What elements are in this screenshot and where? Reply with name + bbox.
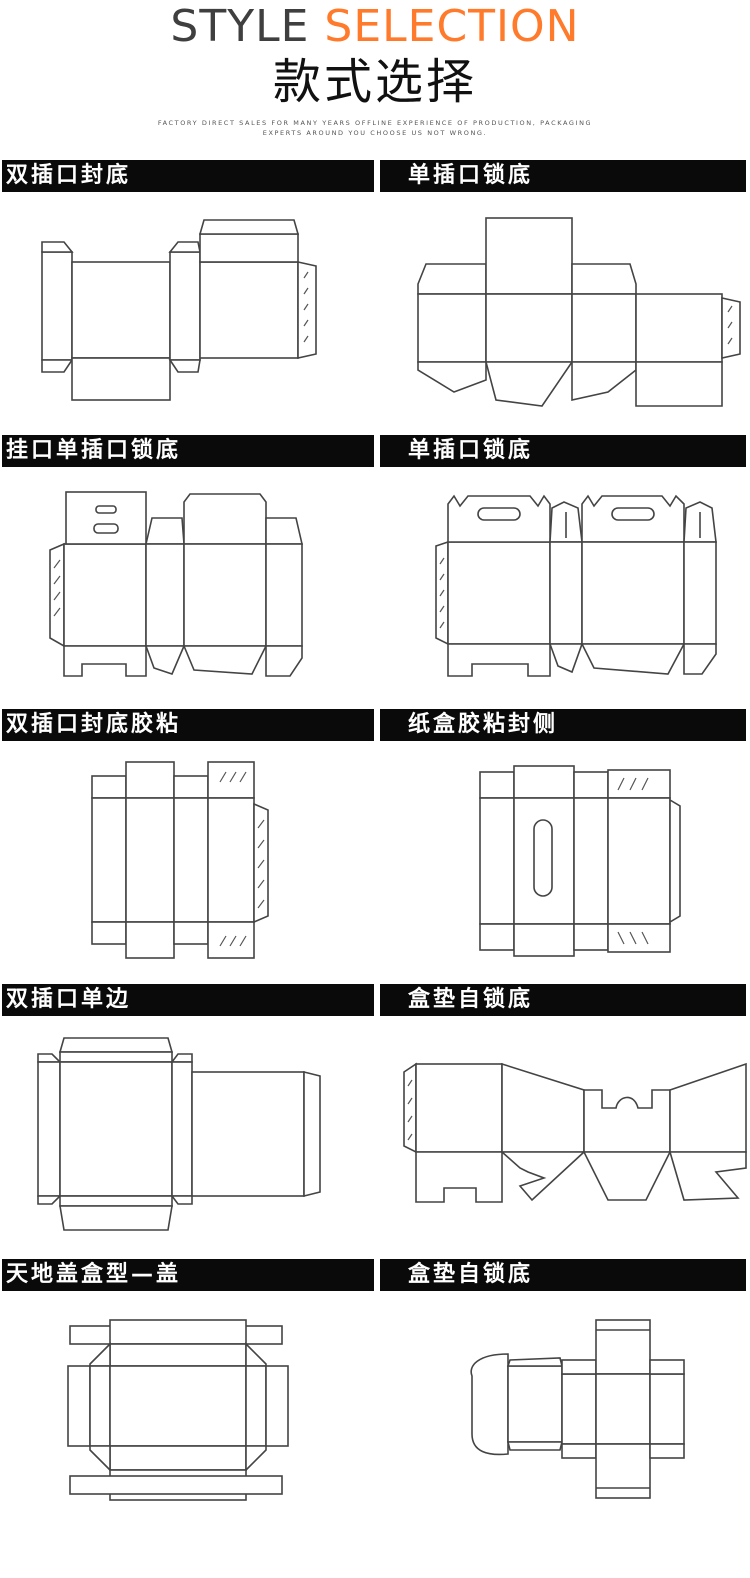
insert-self-lock-bottom-dieline-icon bbox=[400, 1050, 748, 1220]
style-heading-4: 单插口锁底 bbox=[380, 435, 746, 467]
style-heading-7: 双插口单边 bbox=[2, 984, 374, 1016]
tagline-line-1: FACTORY DIRECT SALES FOR MANY YEARS OFFL… bbox=[157, 119, 593, 127]
style-heading-9: 天地盖盒型—盖 bbox=[2, 1259, 374, 1291]
single-tuck-lock-bottom-dieline-icon bbox=[410, 210, 750, 415]
handle-lock-bottom-dieline-icon bbox=[432, 488, 732, 683]
side-glued-box-dieline-icon bbox=[470, 756, 690, 966]
lid-box-dieline-icon bbox=[60, 1314, 300, 1509]
page-title: STYLE SELECTION bbox=[0, 4, 750, 50]
double-tuck-bottom-dieline-icon bbox=[30, 210, 330, 410]
style-heading-5: 双插口封底胶粘 bbox=[2, 709, 374, 741]
tagline-line-2: EXPERTS AROUND YOU CHOOSE US NOT WRONG. bbox=[262, 129, 488, 137]
style-heading-8: 盒垫自锁底 bbox=[380, 984, 746, 1016]
header: STYLE SELECTION 款式选择 FACTORY DIRECT SALE… bbox=[0, 0, 750, 150]
tagline: FACTORY DIRECT SALES FOR MANY YEARS OFFL… bbox=[110, 118, 640, 138]
style-heading-6: 纸盒胶粘封侧 bbox=[380, 709, 746, 741]
title-word-selection: SELECTION bbox=[324, 1, 580, 52]
double-tuck-single-side-dieline-icon bbox=[30, 1032, 330, 1237]
style-heading-1: 双插口封底 bbox=[2, 160, 374, 192]
title-word-style: STYLE bbox=[170, 1, 310, 52]
style-heading-10: 盒垫自锁底 bbox=[380, 1259, 746, 1291]
style-heading-3: 挂口单插口锁底 bbox=[2, 435, 374, 467]
style-heading-2: 单插口锁底 bbox=[380, 160, 746, 192]
page-title-chinese: 款式选择 bbox=[272, 54, 477, 110]
hang-tab-lock-bottom-dieline-icon bbox=[40, 488, 320, 683]
double-tuck-glued-dieline-icon bbox=[84, 756, 284, 966]
insert-self-lock-bottom-dieline-icon-2 bbox=[466, 1314, 696, 1509]
